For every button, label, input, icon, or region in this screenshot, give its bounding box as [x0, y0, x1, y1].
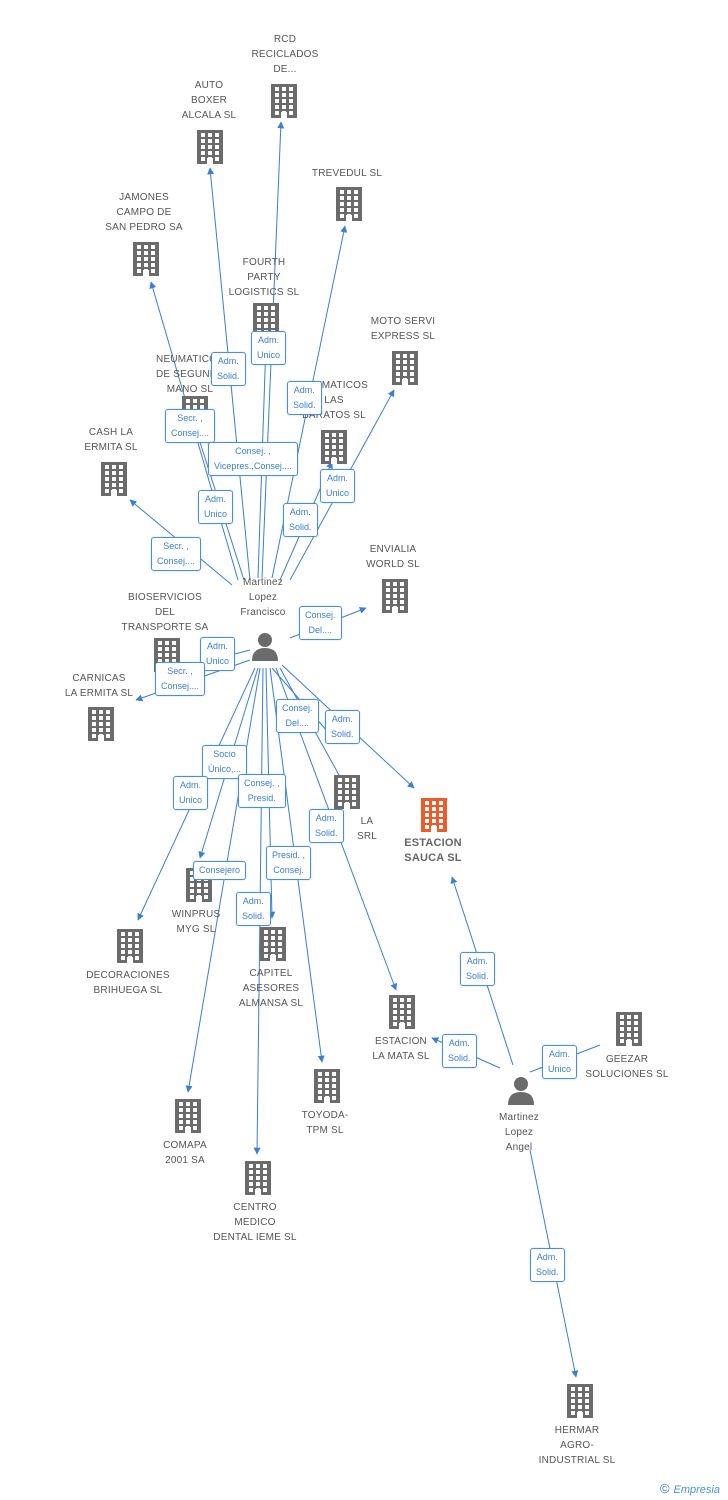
relation-label[interactable]: Consejero	[193, 861, 247, 880]
relation-label[interactable]: Secr. ,Consej....	[165, 409, 216, 443]
building-icon[interactable]	[565, 1384, 595, 1423]
link-comapa	[185, 667, 261, 1093]
building-icon[interactable]	[312, 1069, 342, 1108]
relation-label[interactable]: Consej.Del....	[276, 699, 319, 733]
building-icon[interactable]	[419, 798, 449, 837]
relation-label[interactable]: Adm.Unico	[173, 776, 209, 810]
relation-label[interactable]: Secr. ,Consej....	[151, 537, 202, 571]
person-icon[interactable]	[506, 1075, 536, 1110]
relation-label[interactable]: Adm.Unico	[320, 469, 356, 503]
relation-label[interactable]: Secr. ,Consej....	[155, 662, 206, 696]
relation-label[interactable]: Adm.Solid.	[287, 381, 322, 415]
relation-label[interactable]: Adm.Solid.	[530, 1248, 565, 1282]
building-icon[interactable]	[614, 1012, 644, 1051]
building-icon[interactable]	[258, 927, 288, 966]
relation-label[interactable]: Adm.Solid.	[442, 1034, 477, 1068]
relation-label[interactable]: Consej. ,Vicepres.,Consej....	[208, 442, 298, 476]
building-icon[interactable]	[195, 130, 225, 169]
relation-label[interactable]: Presid. ,Consej.	[266, 846, 312, 880]
building-icon[interactable]	[115, 929, 145, 968]
building-icon[interactable]	[332, 775, 362, 814]
empresia-logo[interactable]: ©Empresia	[659, 1481, 720, 1496]
relation-label[interactable]: Adm.Solid.	[309, 809, 344, 843]
building-icon[interactable]	[319, 430, 349, 469]
building-icon[interactable]	[334, 187, 364, 226]
relation-label[interactable]: Adm.Solid.	[211, 352, 246, 386]
building-icon[interactable]	[390, 351, 420, 390]
building-icon[interactable]	[387, 995, 417, 1034]
relation-label[interactable]: Adm.Solid.	[460, 952, 495, 986]
building-icon[interactable]	[243, 1161, 273, 1200]
building-icon[interactable]	[86, 707, 116, 746]
relation-label[interactable]: Adm.Solid.	[325, 710, 360, 744]
relation-label[interactable]: Consej.Del....	[299, 606, 342, 640]
relation-label[interactable]: Adm.Unico	[198, 490, 234, 524]
relation-label[interactable]: Adm.Solid.	[236, 892, 271, 926]
building-icon[interactable]	[173, 1099, 203, 1138]
relation-label[interactable]: Adm.Unico	[251, 331, 287, 365]
building-icon[interactable]	[99, 462, 129, 501]
building-icon[interactable]	[131, 242, 161, 281]
building-icon[interactable]	[269, 84, 299, 123]
relation-label[interactable]: Adm.Unico	[542, 1045, 578, 1079]
building-icon[interactable]	[380, 579, 410, 618]
company-toyoda[interactable]: TOYODA-TPM SL	[301, 1110, 349, 1136]
relation-label[interactable]: Adm.Solid.	[283, 503, 318, 537]
company-trevedul[interactable]: TREVEDUL SL	[311, 168, 383, 179]
relation-label[interactable]: Adm.Unico	[200, 637, 236, 671]
person-icon[interactable]	[250, 631, 280, 666]
relation-label[interactable]: Consej. ,Presid.	[238, 774, 286, 808]
